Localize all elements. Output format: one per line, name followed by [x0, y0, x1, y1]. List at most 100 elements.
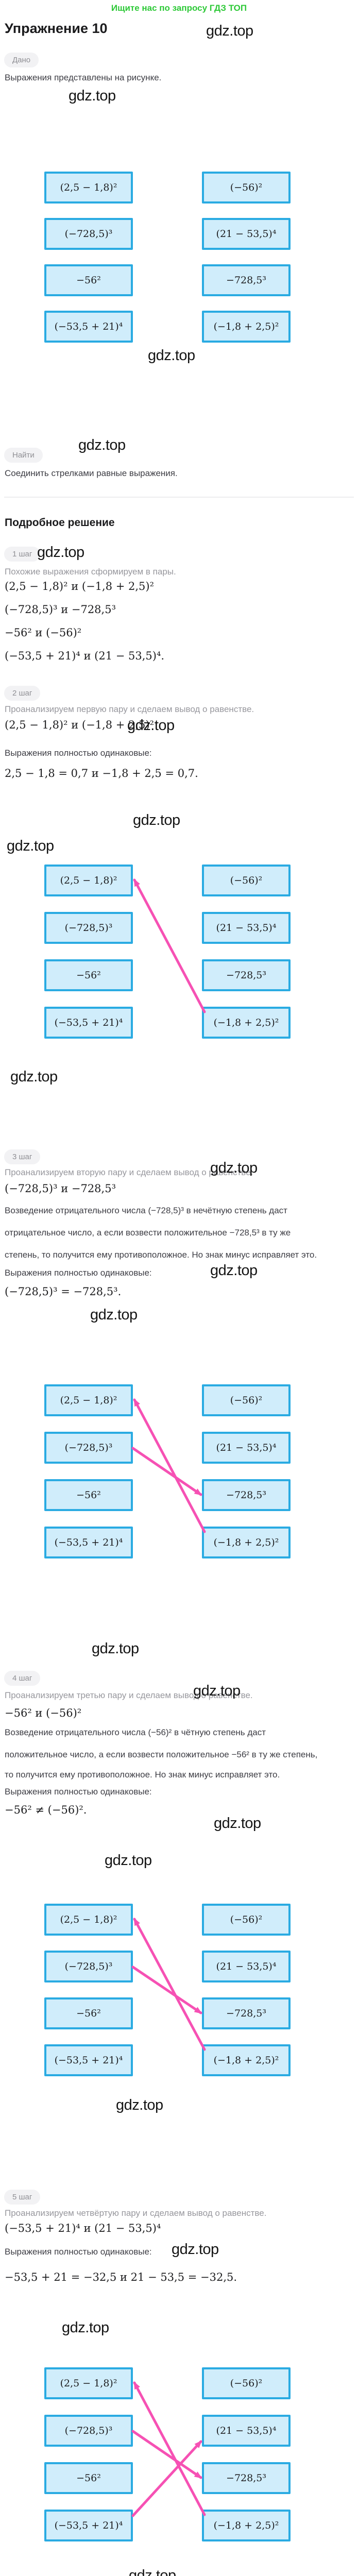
- expression-label: (2,5 − 1,8)²: [60, 1395, 117, 1406]
- expression-label: (21 − 53,5)⁴: [216, 1442, 277, 1453]
- gdz-watermark: gdz.top: [214, 1815, 261, 1832]
- expression-label: (−728,5)³: [64, 922, 113, 934]
- given-badge: Дано: [4, 53, 39, 67]
- gdz-watermark: gdz.top: [62, 2319, 109, 2336]
- expression-label: (−1,8 + 2,5)²: [213, 1537, 279, 1548]
- expression-label: −728,5³: [226, 275, 266, 286]
- expression-label: (−53,5 + 21)⁴: [54, 1017, 123, 1028]
- match-arrow: [133, 1918, 206, 2051]
- divider: [4, 497, 354, 498]
- gdz-watermark: gdz.top: [206, 23, 253, 39]
- figure-step5-left-box-4: (−53,5 + 21)⁴: [44, 2510, 133, 2541]
- expression-label: −728,5³: [226, 970, 266, 981]
- figure-step2-right-box-4: (−1,8 + 2,5)²: [202, 1007, 291, 1039]
- expression-label: −728,5³: [226, 1489, 266, 1501]
- gdz-watermark: gdz.top: [90, 1307, 138, 1323]
- gdz-watermark: gdz.top: [129, 2567, 176, 2576]
- expression-label: −56²: [76, 2008, 101, 2019]
- expression-label: (2,5 − 1,8)²: [60, 182, 117, 193]
- gdz-watermark: gdz.top: [37, 544, 84, 561]
- step3-intro: Проанализируем вторую пару и сделаем выв…: [5, 1167, 253, 1177]
- figure-given-left-box-4: (−53,5 + 21)⁴: [44, 311, 133, 343]
- expression-label: (−56)²: [230, 2378, 263, 2389]
- figure-step3-left-box-1: (2,5 − 1,8)²: [44, 1384, 133, 1416]
- expression-label: (−53,5 + 21)⁴: [54, 1537, 123, 1548]
- expression-label: (−728,5)³: [64, 228, 113, 240]
- figure-step3-left-box-3: −56²: [44, 1479, 133, 1511]
- figure-step2-right-box-1: (−56)²: [202, 865, 291, 896]
- step1-intro: Похожие выражения сформируем в пары.: [5, 567, 176, 577]
- figure-given-left-box-1: (2,5 − 1,8)²: [44, 172, 133, 204]
- step3-pair: (−728,5)³ и −728,5³: [5, 1182, 116, 1195]
- figure-step5-left-box-2: (−728,5)³: [44, 2415, 133, 2447]
- figure-step3-left-box-2: (−728,5)³: [44, 1432, 133, 1464]
- gdz-watermark: gdz.top: [172, 2241, 219, 2258]
- promo-link[interactable]: Ищите нас по запросу ГДЗ ТОП: [111, 3, 247, 13]
- gdz-watermark: gdz.top: [7, 838, 54, 854]
- expression-label: −728,5³: [226, 2008, 266, 2019]
- match-arrow: [131, 1447, 202, 1496]
- expression-label: −56²: [76, 1489, 101, 1501]
- step1-line4: (−53,5 + 21)⁴ и (21 − 53,5)⁴.: [5, 650, 165, 662]
- expression-label: (−53,5 + 21)⁴: [54, 321, 123, 332]
- expression-label: (−1,8 + 2,5)²: [213, 2520, 279, 2531]
- step4-intro: Проанализируем третью пару и сделаем выв…: [5, 1690, 253, 1700]
- step3-explanation-line3: степень, то получится ему противоположно…: [5, 1250, 317, 1260]
- expression-label: (−56)²: [230, 182, 263, 193]
- gdz-watermark: gdz.top: [69, 88, 116, 104]
- expression-label: (−53,5 + 21)⁴: [54, 2520, 123, 2531]
- step5-pair: (−53,5 + 21)⁴ и (21 − 53,5)⁴: [5, 2222, 161, 2234]
- step1-badge: 1 шаг: [4, 547, 41, 562]
- figure-step5-left-box-1: (2,5 − 1,8)²: [44, 2367, 133, 2399]
- gdz-watermark: gdz.top: [210, 1262, 258, 1279]
- expression-label: (−53,5 + 21)⁴: [54, 2055, 123, 2066]
- gdz-watermark: gdz.top: [133, 812, 180, 828]
- step4-result: −56² ≠ (−56)².: [5, 1804, 87, 1816]
- gdz-watermark: gdz.top: [10, 1069, 58, 1085]
- expression-label: (21 − 53,5)⁴: [216, 922, 277, 934]
- step4-pair: −56² и (−56)²: [5, 1707, 82, 1719]
- step4-badge: 4 шаг: [4, 1671, 41, 1686]
- figure-step3-right-box-1: (−56)²: [202, 1384, 291, 1416]
- step2-badge: 2 шаг: [4, 686, 41, 701]
- expression-label: (−728,5)³: [64, 1961, 113, 1972]
- expression-label: (−56)²: [230, 875, 263, 886]
- match-arrow: [131, 2440, 202, 2517]
- figure-step2-left-box-3: −56²: [44, 959, 133, 991]
- figure-step2-left-box-4: (−53,5 + 21)⁴: [44, 1007, 133, 1039]
- figure-step5-right-box-2: (21 − 53,5)⁴: [202, 2415, 291, 2447]
- expression-label: (21 − 53,5)⁴: [216, 228, 277, 240]
- step2-pair: (2,5 − 1,8)² и (−1,8 + 2,5)²: [5, 719, 155, 731]
- figure-step4-left-box-3: −56²: [44, 1997, 133, 2029]
- figure-step2-right-box-2: (21 − 53,5)⁴: [202, 912, 291, 944]
- figure-given-right-box-3: −728,5³: [202, 264, 291, 296]
- step5-conclusion: Выражения полностью одинаковые:: [5, 2247, 152, 2257]
- figure-step3-right-box-3: −728,5³: [202, 1479, 291, 1511]
- find-badge: Найти: [4, 448, 43, 463]
- figure-step4-left-box-2: (−728,5)³: [44, 1951, 133, 1982]
- gdz-watermark: gdz.top: [210, 1160, 258, 1176]
- step5-result: −53,5 + 21 = −32,5 и 21 − 53,5 = −32,5.: [5, 2271, 237, 2283]
- step4-explanation-line1: Возведение отрицательного числа (−56)² в…: [5, 1727, 266, 1737]
- gdz-watermark: gdz.top: [127, 717, 175, 734]
- expression-label: −56²: [76, 970, 101, 981]
- figure-step3-right-box-4: (−1,8 + 2,5)²: [202, 1527, 291, 1558]
- gdz-watermark: gdz.top: [193, 1683, 241, 1699]
- expression-label: (−56)²: [230, 1914, 263, 1925]
- step2-intro: Проанализируем первую пару и сделаем выв…: [5, 704, 254, 714]
- step5-badge: 5 шаг: [4, 2190, 41, 2205]
- figure-step4-right-box-1: (−56)²: [202, 1904, 291, 1936]
- solution-title: Подробное решение: [5, 517, 115, 529]
- figure-given-left-box-3: −56²: [44, 264, 133, 296]
- expression-label: −56²: [76, 275, 101, 286]
- gdz-watermark: gdz.top: [116, 2097, 163, 2113]
- figure-step5-right-box-3: −728,5³: [202, 2462, 291, 2494]
- figure-step4-right-box-2: (21 − 53,5)⁴: [202, 1951, 291, 1982]
- find-text: Соединить стрелками равные выражения.: [5, 468, 178, 478]
- expression-label: −728,5³: [226, 2472, 266, 2484]
- expression-label: (21 − 53,5)⁴: [216, 2425, 277, 2436]
- figure-given-right-box-2: (21 − 53,5)⁴: [202, 218, 291, 250]
- expression-label: (21 − 53,5)⁴: [216, 1961, 277, 1972]
- gdz-watermark: gdz.top: [148, 347, 195, 364]
